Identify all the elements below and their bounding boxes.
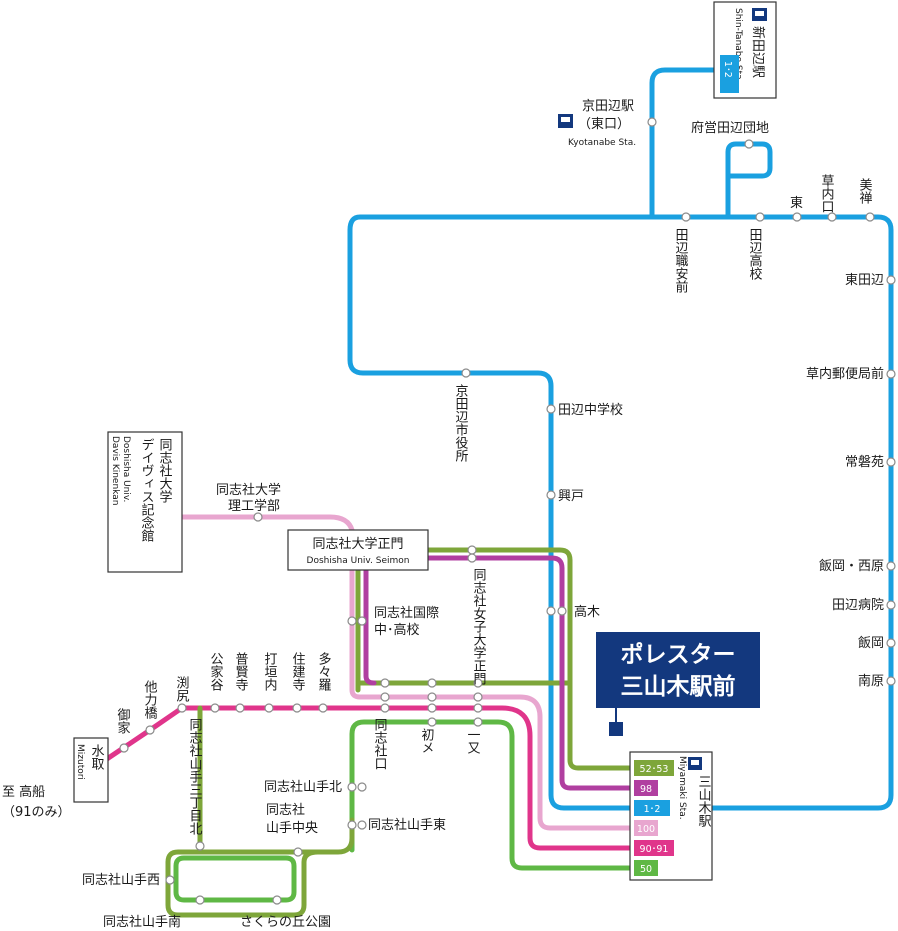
stop-yamate-nishi: 同志社山手西 (82, 872, 160, 888)
route-line-100 (177, 514, 635, 831)
stop-takafune-2: （91のみ） (2, 805, 71, 820)
stop-ichimata: 一又 (465, 728, 481, 754)
badge-90-91: 90･91 (640, 844, 669, 855)
stop-minamihara: 南原 (858, 673, 884, 689)
shin-tanabe-name: 新田辺駅 (750, 26, 766, 78)
davis-kinenkan-box: 同志社大学 デイヴィス記念館 Doshisha Univ. Davis Kine… (107, 431, 183, 573)
stop-takagi: 高木 (574, 604, 600, 620)
doshisha-seimon-box: 同志社大学正門 Doshisha Univ. Seimon (287, 529, 429, 571)
miyamaki-name: 三山木駅 (696, 775, 712, 828)
stop-sumiyoshi: 住建寺 (290, 652, 306, 691)
stop-futanabedanchi: 府営田辺団地 (691, 121, 769, 136)
davis-name-2: デイヴィス記念館 (139, 438, 155, 542)
miyamaki-station-box: 52･53 98 1･2 100 90･91 50 三山木駅 Miyamaki … (629, 751, 713, 881)
stop-markers (119, 117, 896, 905)
davis-en-2: Davis Kinenkan (110, 436, 120, 505)
stop-fuchigiri: 渕尻 (174, 676, 190, 703)
stop-tanabekoko: 田辺高校 (747, 228, 763, 280)
property-location-marker (609, 722, 623, 736)
stop-yamate-minami: 同志社山手南 (103, 914, 181, 930)
mizutori-name: 水取 (89, 744, 105, 770)
stop-shishaguchi: 同志社口 (372, 718, 388, 770)
stop-okido: 興戸 (558, 489, 584, 504)
route-loop-yamate-outer (165, 817, 355, 918)
stop-kogeya: 公家谷 (208, 652, 224, 691)
seimon-name: 同志社大学正門 (312, 536, 403, 552)
stop-kusauchiyubin: 草内郵便局前 (806, 366, 884, 382)
property-marker: ポレスター 三山木駅前 (596, 632, 760, 736)
shin-tanabe-badge: 1･2 (722, 61, 733, 78)
stop-higashitanabe: 東田辺 (845, 272, 884, 288)
kyotanabe-station-label: 京田辺駅 （東口） Kyotanabe Sta. (558, 99, 636, 148)
stop-joshi-seimon: 同志社女子大学正門 (471, 568, 487, 686)
stop-jobanen: 常磐苑 (845, 455, 884, 470)
stop-yamate-chuo-1: 同志社 (266, 802, 305, 818)
stop-tanabeshokuan: 田辺職安前 (673, 228, 689, 293)
stop-tanabebyoin: 田辺病院 (832, 598, 884, 613)
stop-higashi: 東 (790, 195, 803, 211)
kyotanabe-sub: （東口） (578, 116, 630, 132)
stop-iioka: 飯岡 (858, 636, 884, 651)
stop-kusauchiguchi: 草内口 (819, 174, 835, 213)
route-line-1-2 (347, 67, 894, 811)
stop-hatsume: 初メ (419, 728, 435, 754)
seimon-en: Doshisha Univ. Seimon (307, 556, 410, 566)
stop-yamate-kita: 同志社山手北 (264, 779, 342, 795)
mizutori-en: Mizutori (75, 744, 85, 780)
badge-52-53: 52･53 (640, 764, 669, 775)
stop-rikogaku-1: 同志社大学 (216, 482, 281, 498)
stop-tachikarabashi: 他力橋 (142, 680, 158, 720)
shin-tanabe-en: Shin-Tanabe Sta. (733, 8, 743, 83)
stop-shiyakusho: 京田辺市役所 (453, 384, 469, 462)
route-line-olive-campus (355, 560, 571, 693)
badge-98: 98 (640, 784, 652, 795)
route-line-52-53 (355, 547, 635, 771)
route-line-50 (349, 719, 635, 871)
stop-sakuranooka: さくらの丘公園 (240, 915, 331, 930)
stop-iioka-nishihara: 飯岡・西原 (819, 559, 884, 574)
stop-uchigaki: 打垣内 (262, 652, 278, 692)
mizutori-box: 水取 Mizutori (73, 737, 109, 803)
route-loop-danchi (725, 141, 773, 220)
promo-line-1: ポレスター (621, 641, 736, 668)
route-line-98 (363, 555, 635, 791)
badge-1-2: 1･2 (644, 804, 661, 815)
promo-line-2: 三山木駅前 (621, 673, 736, 700)
stop-kokusai-1: 同志社国際 (374, 605, 439, 621)
stop-mike: 御家 (115, 708, 131, 734)
route-line-90-91 (95, 705, 635, 851)
stop-tanabechugaku: 田辺中学校 (558, 402, 623, 418)
stop-yamate-higashi: 同志社山手東 (368, 817, 446, 833)
miyamaki-en: Miyamaki Sta. (677, 756, 687, 820)
badge-50: 50 (640, 864, 652, 875)
davis-name-1: 同志社大学 (157, 438, 173, 503)
stop-mizen: 美禅 (857, 178, 873, 204)
stop-rikogaku-2: 理工学部 (228, 498, 280, 514)
shin-tanabe-station-box: 新田辺駅 Shin-Tanabe Sta. 1･2 (713, 1, 777, 99)
stop-fugenji: 普賢寺 (233, 652, 249, 691)
stop-tatara: 多々羅 (316, 651, 332, 691)
badge-1-2-shintanabe (720, 55, 739, 93)
route-loop-yamate-inner (173, 855, 297, 903)
stop-kokusai-2: 中･高校 (374, 622, 420, 638)
stop-yamate-sanchome: 同志社山手三丁目北 (187, 718, 203, 836)
badge-100: 100 (637, 824, 655, 835)
kyotanabe-name: 京田辺駅 (582, 99, 634, 114)
kyotanabe-en: Kyotanabe Sta. (568, 138, 636, 148)
stop-takafune-1: 至 高船 (2, 784, 45, 800)
davis-en-1: Doshisha Univ. (121, 436, 131, 502)
stop-yamate-chuo-2: 山手中央 (266, 821, 318, 836)
